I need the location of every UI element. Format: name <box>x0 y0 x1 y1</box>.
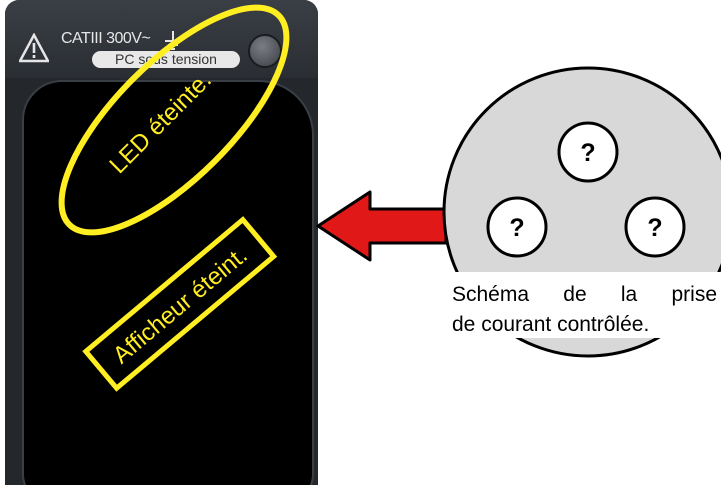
voltage-rating: CATIII 300V~ <box>61 30 151 47</box>
pointer-arrow <box>316 190 448 262</box>
led-highlight-ellipse <box>58 4 290 236</box>
led-note: LED éteinte. <box>104 66 216 178</box>
display-note: Afficheur éteint. <box>108 242 253 370</box>
tester-device: CATIII 300V~ PC sous tension <box>5 0 318 485</box>
display-highlight-box <box>82 216 278 392</box>
svg-text:?: ? <box>509 214 524 242</box>
caption-line-2: de courant contrôlée. <box>452 313 650 336</box>
outlet-pin-right: ? <box>624 196 686 258</box>
warning-triangle-icon <box>19 33 49 63</box>
outlet-rim <box>442 66 721 358</box>
status-led <box>248 34 282 68</box>
outlet-caption: Schéma de la prise de courant contrôlée. <box>452 280 717 340</box>
caption-line-1: Schéma de la prise <box>452 283 717 306</box>
outlet-pin-left: ? <box>486 196 548 258</box>
caption-background <box>448 272 721 338</box>
outlet-pin-top: ? <box>557 121 619 183</box>
pc-status-pill: PC sous tension <box>92 51 240 68</box>
svg-text:?: ? <box>580 139 595 167</box>
svg-text:?: ? <box>647 214 662 242</box>
